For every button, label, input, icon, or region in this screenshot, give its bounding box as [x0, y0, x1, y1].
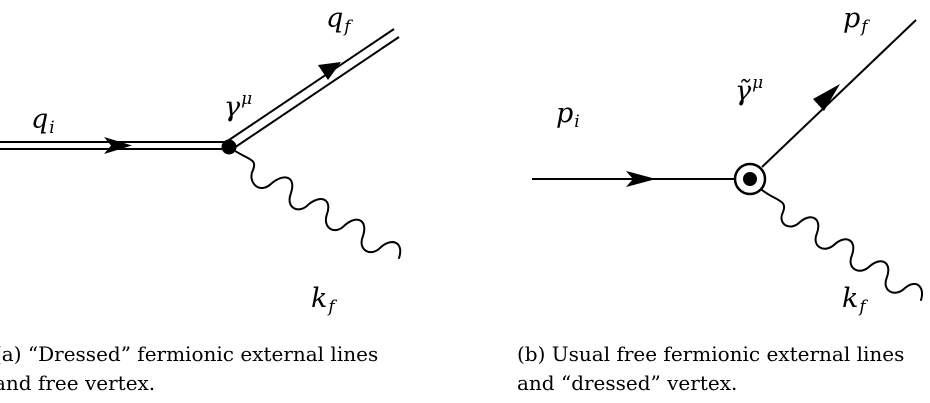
outgoing-arrow-a	[318, 62, 341, 80]
outgoing-subscript-a: f	[344, 17, 351, 37]
outgoing-symbol-a: q	[326, 3, 344, 34]
outgoing-symbol-b: p	[843, 3, 861, 34]
outgoing-subscript-b: f	[861, 17, 868, 37]
incoming-subscript-a: i	[49, 118, 55, 138]
outgoing-momentum-label-b: pf	[843, 3, 868, 36]
vertex-dot-b	[743, 172, 757, 186]
diagram-a	[0, 28, 402, 259]
photon-momentum-label-b: kf	[842, 283, 866, 316]
vertex-superscript-a: μ	[241, 89, 253, 109]
incoming-momentum-label-a: qi	[31, 104, 55, 137]
vertex-label-a: γμ	[224, 91, 252, 123]
outgoing-fermion-line-b	[761, 19, 917, 168]
vertex-dot-a	[221, 139, 237, 155]
incoming-momentum-label-b: pi	[556, 98, 580, 131]
vertex-symbol-a: γ	[224, 92, 241, 123]
incoming-symbol-a: q	[31, 104, 49, 135]
vertex-superscript-b: μ	[752, 73, 764, 93]
outgoing-momentum-label-a: qf	[326, 3, 351, 36]
caption-a-line2: and free vertex.	[0, 371, 156, 395]
caption-a: (a) “Dressed” fermionic external lines a…	[0, 340, 378, 398]
vertex-symbol-b: γ̃	[735, 76, 752, 107]
photon-line-b	[761, 189, 923, 301]
photon-line-a	[228, 146, 402, 259]
diagram-b	[532, 19, 923, 301]
incoming-subscript-b: i	[574, 112, 580, 132]
caption-b-line2: and “dressed” vertex.	[517, 371, 738, 395]
photon-symbol-b: k	[842, 283, 859, 314]
caption-b: (b) Usual free fermionic external lines …	[517, 340, 904, 398]
caption-b-line1: (b) Usual free fermionic external lines	[517, 342, 905, 366]
incoming-arrow-b	[626, 171, 656, 187]
vertex-label-b: γ̃μ	[735, 75, 763, 107]
photon-momentum-label-a: kf	[311, 283, 335, 316]
caption-a-line1: (a) “Dressed” fermionic external lines	[0, 342, 379, 366]
incoming-symbol-b: p	[556, 98, 574, 129]
photon-subscript-b: f	[859, 297, 866, 317]
photon-subscript-a: f	[328, 297, 335, 317]
outgoing-dressed-fermion-line-a	[225, 28, 400, 151]
outgoing-arrow-b	[813, 84, 840, 111]
photon-symbol-a: k	[311, 283, 328, 314]
incoming-arrow-a	[104, 137, 132, 154]
